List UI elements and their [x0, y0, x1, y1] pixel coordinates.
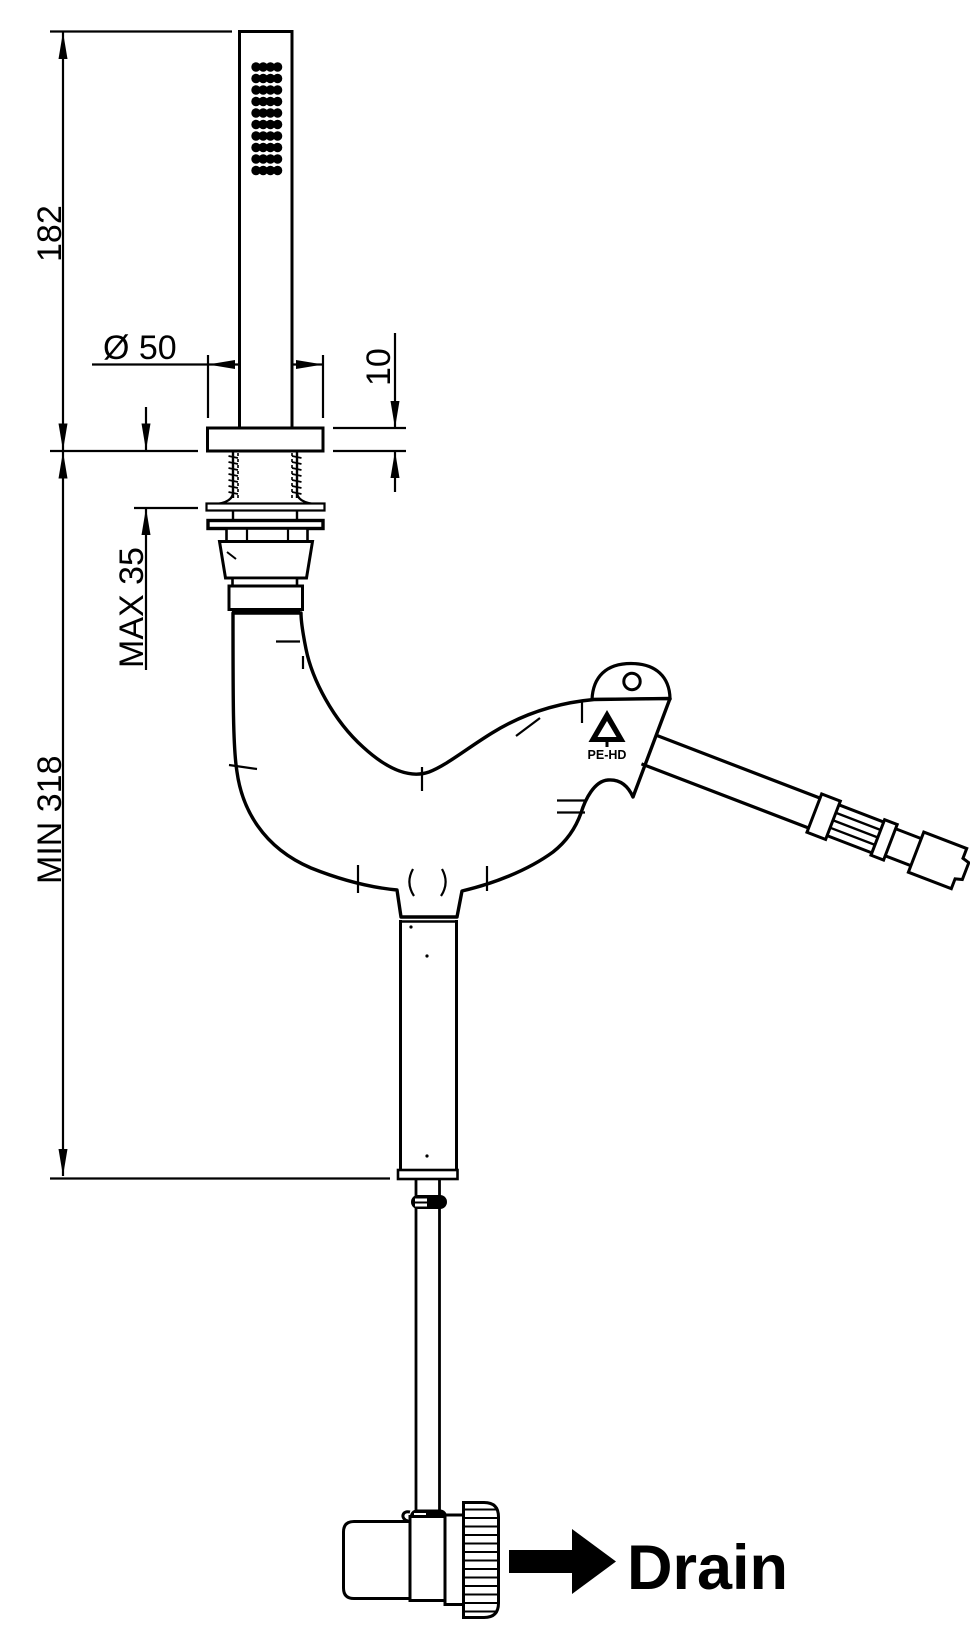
nut-collar-facets: [245, 528, 290, 542]
thread-texture: [228, 455, 302, 495]
tab-hole: [622, 671, 642, 692]
washer-upper: [205, 502, 326, 512]
cone-nut-tick: [226, 551, 237, 560]
witness-ticks: [228, 640, 585, 897]
arrow-up-icon: [58, 451, 68, 479]
dimension-diameter50-label: Ø 50: [103, 329, 177, 367]
trap-body: [231, 611, 672, 919]
knurl-ribs: [464, 1508, 497, 1613]
tail-pipe-rim: [396, 1168, 459, 1181]
valve-mid-block: [408, 1515, 447, 1602]
arrow-up-icon: [58, 32, 68, 59]
valve-left-block: [342, 1520, 412, 1600]
dimension-min318-label: MIN 318: [31, 756, 69, 885]
threaded-shank: [207, 451, 324, 506]
drain-valve-body: [342, 1501, 500, 1619]
hose-collar: [805, 791, 843, 842]
drain-arrow-icon: [509, 1529, 616, 1594]
supply-hose: [640, 733, 970, 891]
hose-collar: [869, 817, 900, 862]
recycling-icon: [588, 710, 626, 747]
locking-nut: [227, 584, 304, 611]
dimension-arrowheads: [58, 32, 400, 1176]
dimension-182-label: 182: [31, 205, 69, 262]
dimension-10-label: 10: [360, 348, 398, 386]
valve-flange: [443, 1513, 465, 1606]
pipe-clamp: [411, 1195, 447, 1209]
nut-collar: [225, 527, 309, 543]
drain-pipe: [414, 1179, 441, 1511]
mounting-flange: [206, 426, 325, 453]
arrow-down-icon: [58, 423, 68, 451]
arrow-down-icon: [141, 423, 151, 451]
arrow-down-icon: [390, 401, 400, 428]
spray-nozzle-grid: [251, 62, 283, 176]
drain-label: Drain: [627, 1533, 788, 1603]
tail-pipe: [396, 920, 459, 1181]
cone-nut: [217, 540, 315, 580]
hose-end-fitting: [906, 830, 970, 891]
hose-ribs: [830, 812, 881, 846]
arrow-down-icon: [58, 1149, 68, 1176]
arrow-up-icon: [141, 508, 151, 535]
arrow-left-icon: [208, 360, 235, 369]
arrow-up-icon: [390, 451, 400, 478]
dimension-max35-label: MAX 35: [113, 547, 151, 668]
material-label: PE-HD: [588, 748, 627, 762]
arrow-right-icon: [296, 360, 323, 369]
